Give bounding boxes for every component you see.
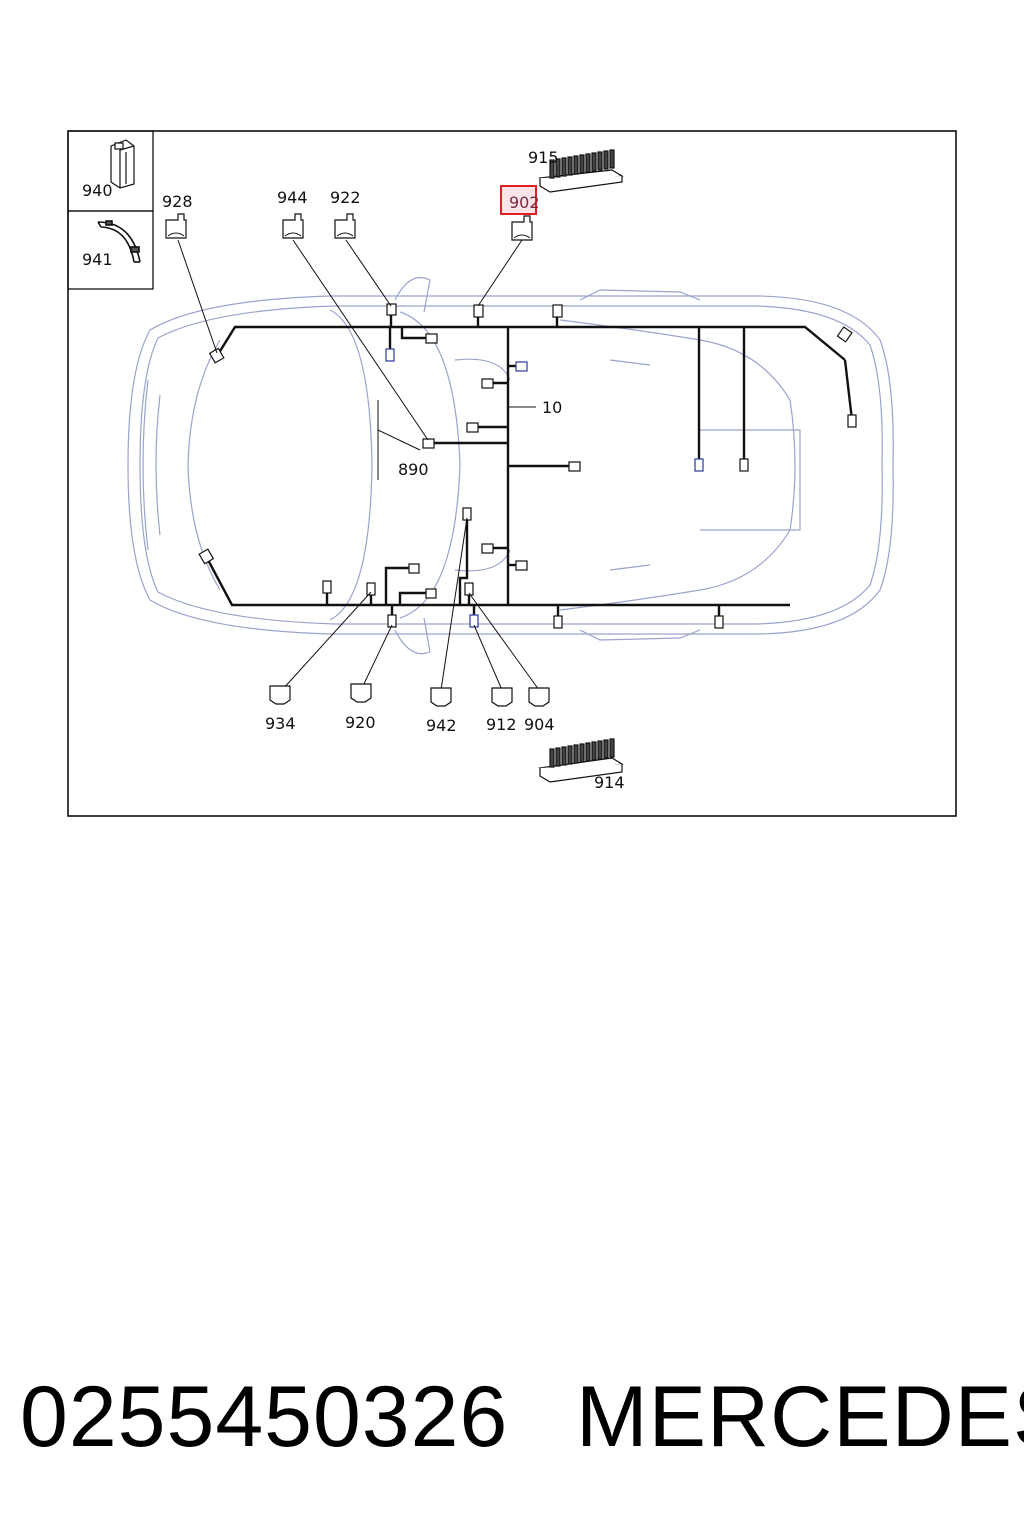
terminal-strip-915-icon [538,149,624,193]
connector [387,614,397,628]
label-10: 10 [542,398,562,417]
leader-lines [177,239,540,691]
connector [515,560,528,571]
callout-902 [511,215,533,241]
part-number: 0255450326 [20,1369,509,1465]
connector [481,543,494,554]
label-902[interactable]: 902 [509,193,540,212]
connector [568,461,581,472]
connector [739,458,749,472]
connector [385,348,395,362]
connector [386,303,397,316]
bracket-941-icon [97,220,141,263]
callout-922 [334,213,356,239]
connector [481,378,494,389]
clip-940-icon [110,139,135,189]
connector [847,414,857,428]
connector [425,333,438,344]
connector [322,580,332,594]
label-941: 941 [82,250,113,269]
callout-944 [282,213,304,239]
bottom-callout-connectors [269,683,550,707]
label-944: 944 [277,188,308,207]
connector [466,422,479,433]
connector [714,615,724,629]
connector [366,582,376,596]
connectors [198,303,857,629]
connector [515,361,528,372]
label-912: 912 [486,715,517,734]
label-942: 942 [426,716,457,735]
label-914: 914 [594,773,625,792]
connector [425,588,437,599]
highlight-box [500,185,537,215]
connector [836,326,853,343]
callout-connectors [165,213,533,241]
connector [553,615,563,629]
connector [469,614,479,628]
label-934: 934 [265,714,296,733]
main-harness [205,312,854,622]
connector [198,548,215,565]
connector [464,582,474,596]
terminal-strip-914-icon [538,738,624,783]
label-940: 940 [82,181,113,200]
connector [208,347,225,364]
legend-box-941 [67,210,154,290]
connector [422,438,435,449]
label-928: 928 [162,192,193,211]
callout-928 [165,213,187,239]
product-footer: 0255450326 MERCEDES [0,1362,1024,1472]
label-890: 890 [398,460,429,479]
connector [694,458,704,472]
connector [408,563,420,574]
wiring-diagram: 940 941 928 944 922 902 915 10 890 934 9… [67,130,957,817]
brand-name: MERCEDES [576,1369,1024,1465]
label-922: 922 [330,188,361,207]
label-920: 920 [345,713,376,732]
label-904: 904 [524,715,555,734]
diagram-border [67,130,957,817]
label-915: 915 [528,148,559,167]
connector [473,304,484,318]
connector [552,304,563,318]
